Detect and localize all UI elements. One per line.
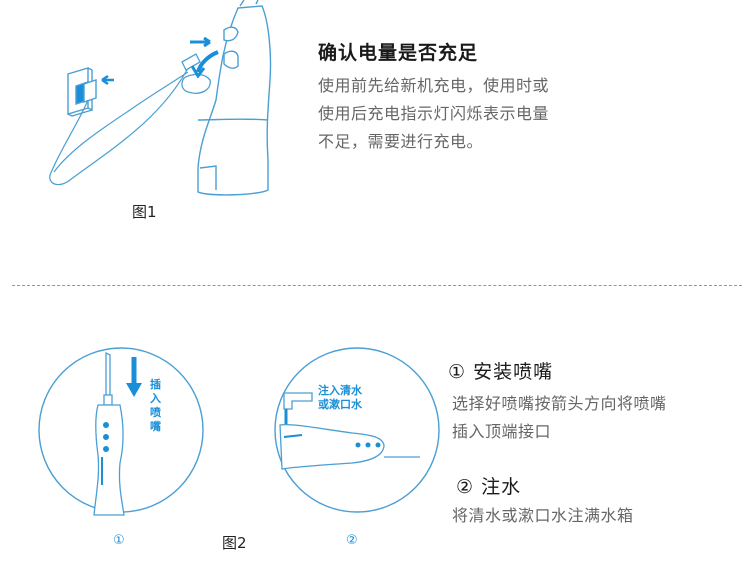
section1-title: 确认电量是否充足 — [318, 42, 479, 64]
circle2-label: 注入清水 或漱口水 — [318, 384, 362, 411]
arrow-right-icon — [190, 36, 211, 48]
circle2-number: ② — [346, 533, 358, 548]
figure1-label: 图1 — [132, 203, 157, 221]
step1-title: ① 安装喷嘴 — [448, 361, 554, 383]
section1-line: 使用前先给新机充电，使用时或 — [318, 76, 550, 95]
step2-title: ② 注水 — [456, 476, 522, 498]
device-outline — [93, 404, 125, 516]
figure2-label: 图2 — [222, 534, 247, 552]
device-horizontal — [279, 423, 385, 470]
section-divider — [12, 285, 742, 286]
step1-description: 选择好喷嘴按箭头方向将喷嘴 插入顶端接口 — [452, 394, 667, 441]
circle1-illustration — [38, 347, 204, 516]
step2-description: 将清水或漱口水注满水箱 — [452, 506, 634, 525]
circle1-label: 插 入 喷 嘴 — [150, 378, 161, 433]
charging-illustration — [49, 0, 272, 196]
water-flosser-device — [197, 0, 272, 196]
arrow-left-icon — [101, 74, 114, 86]
circle2-illustration — [274, 347, 440, 513]
charging-cable — [49, 67, 189, 186]
plug-icon — [75, 79, 97, 105]
curved-arrow-icon — [196, 50, 219, 73]
section1-line: 使用后充电指示灯闪烁表示电量 — [318, 104, 550, 123]
connector — [181, 53, 201, 71]
section1-line: 不足，需要进行充电。 — [318, 132, 484, 151]
tank-cap — [181, 73, 211, 94]
section1-description: 使用前先给新机充电，使用时或 使用后充电指示灯闪烁表示电量 不足，需要进行充电。 — [318, 72, 549, 156]
nozzle — [105, 351, 111, 396]
circle1-number: ① — [113, 533, 125, 548]
faucet-icon — [283, 392, 313, 410]
